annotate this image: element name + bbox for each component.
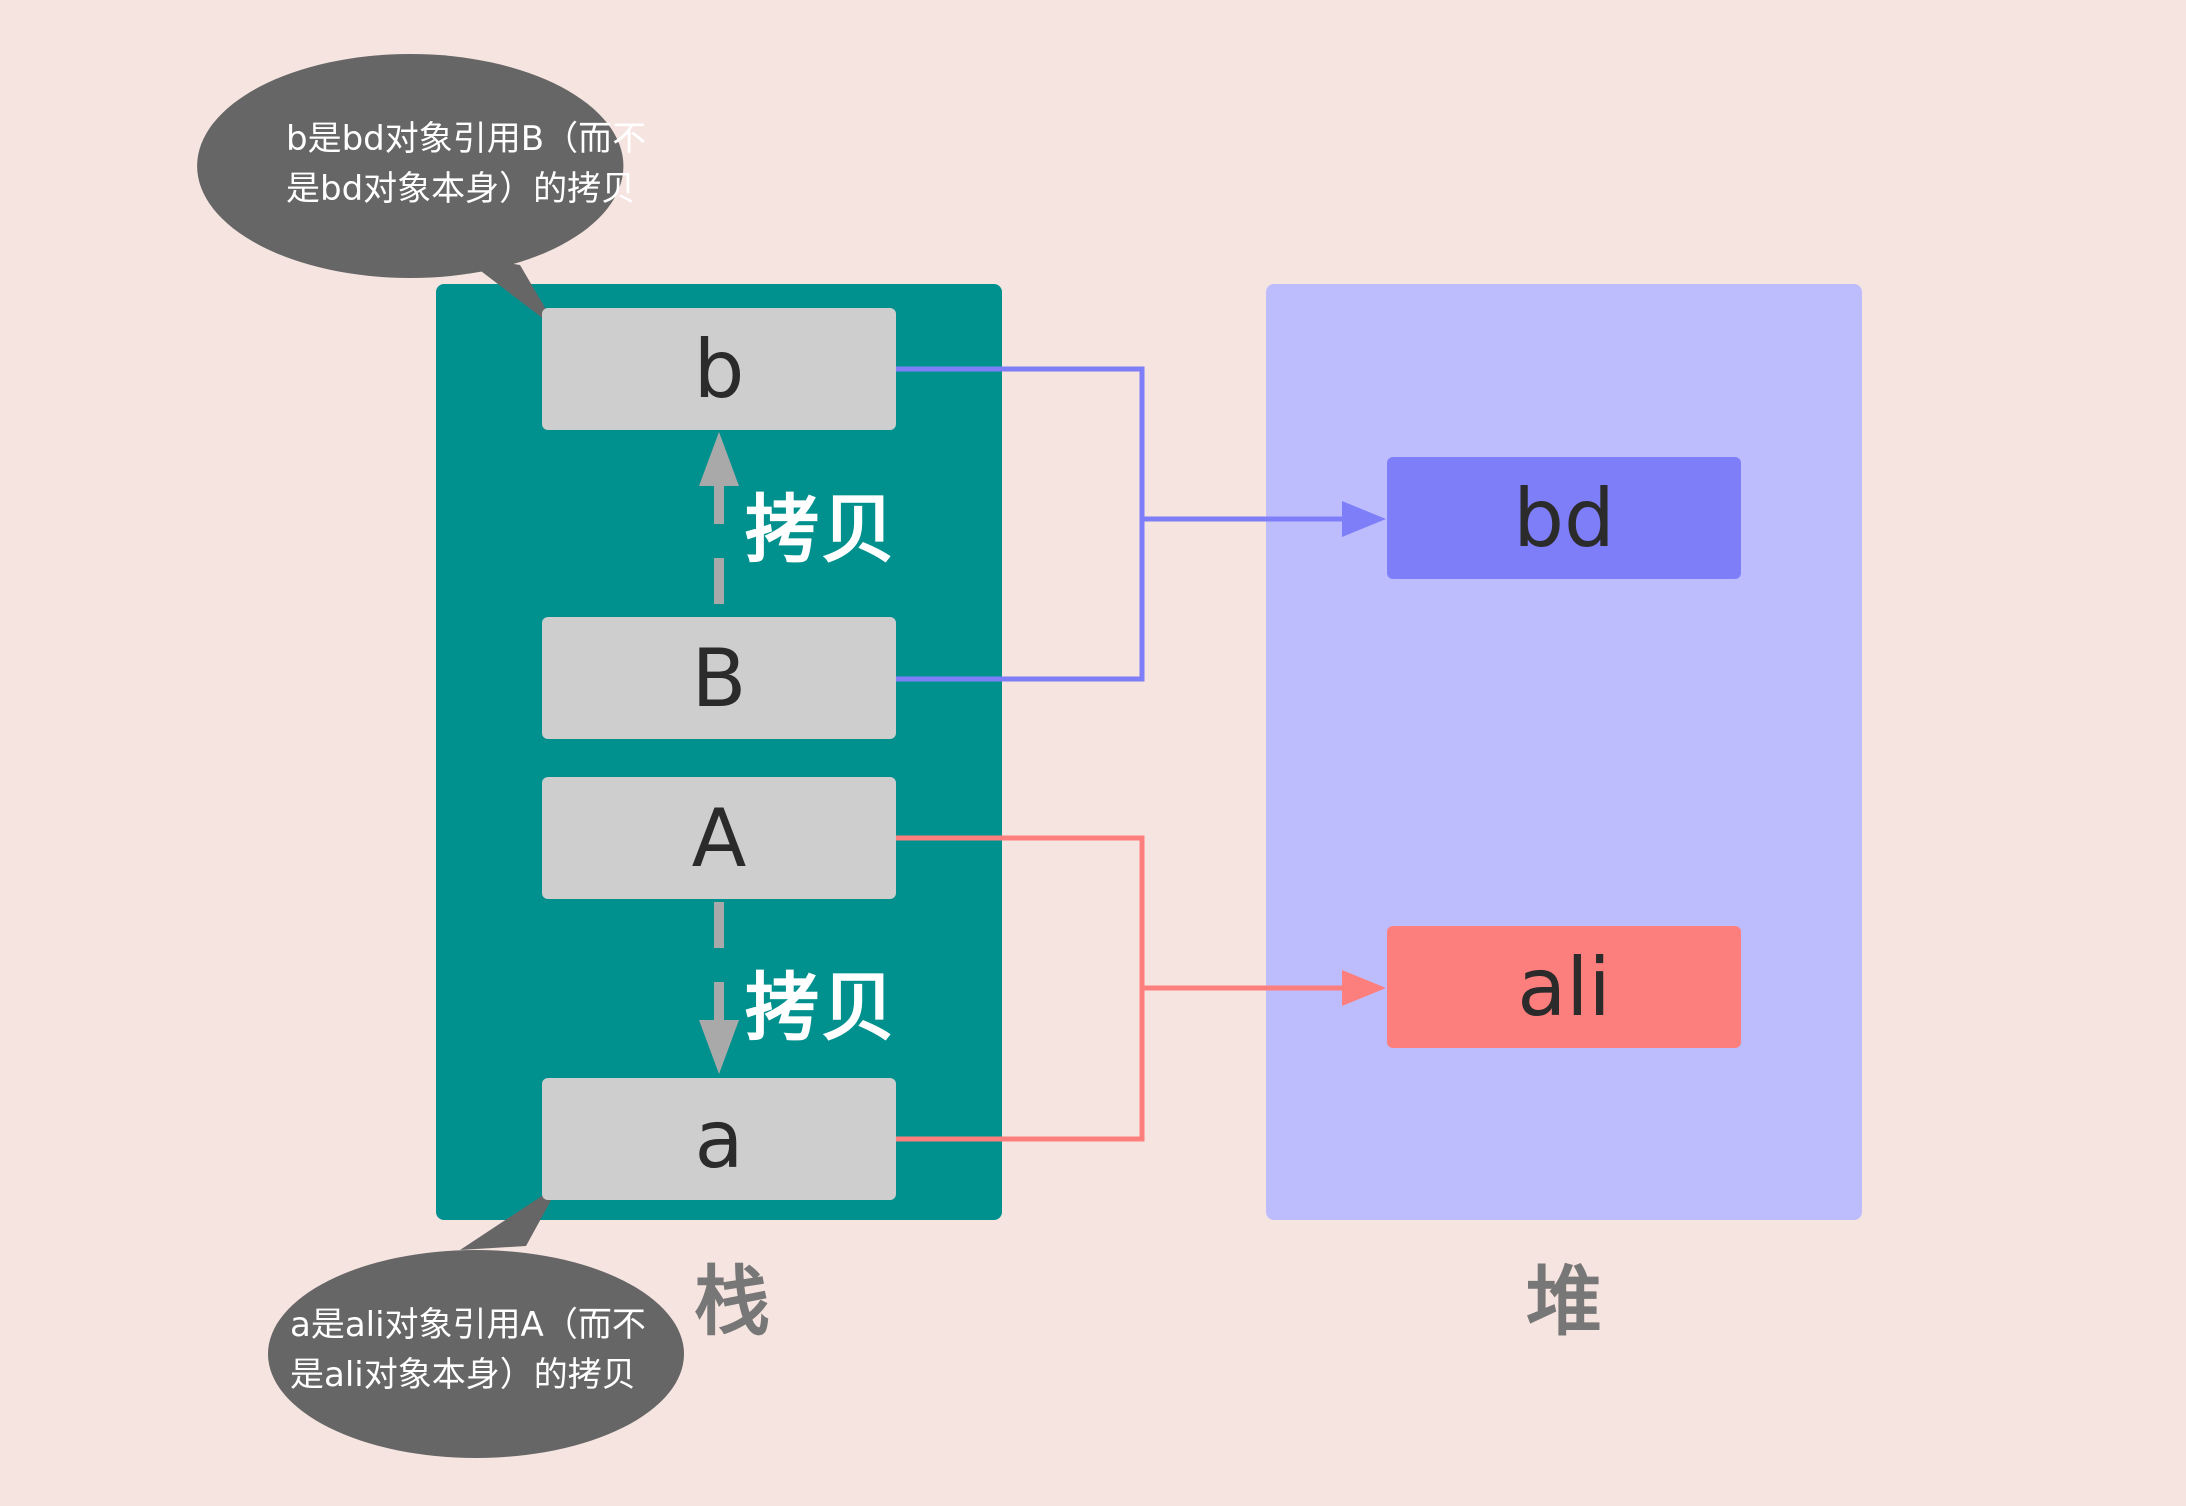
var-A-cell: A: [542, 777, 896, 899]
ali-reference-lines: [894, 835, 1348, 1142]
bd-reference-lines: [894, 366, 1348, 682]
note-bottom-text: a是ali对象引用A（而不是ali对象本身）的拷贝: [290, 1305, 646, 1395]
var-B-cell: B: [542, 617, 896, 739]
speech-bubble-top: [197, 54, 624, 330]
heap-panel: [1266, 284, 1862, 1220]
var-a-cell: a: [542, 1078, 896, 1200]
var-b-cell: b: [542, 308, 896, 430]
copy-arrow-down: [699, 902, 739, 1074]
stack-label: 栈: [694, 1257, 770, 1346]
speech-bubble-bottom: [268, 1184, 684, 1458]
ali-arrowhead: [1342, 970, 1386, 1006]
copy-arrow-up: [699, 432, 739, 604]
copy-label-top: 拷贝: [745, 487, 897, 573]
object-bd-cell: bd: [1387, 457, 1741, 579]
note-top-text: b是bd对象引用B（而不是bd对象本身）的拷贝: [286, 119, 647, 209]
copy-label-bottom: 拷贝: [745, 965, 897, 1051]
object-ali-cell: ali: [1387, 926, 1741, 1048]
bd-arrowhead: [1342, 501, 1386, 537]
heap-label: 堆: [1526, 1257, 1602, 1346]
